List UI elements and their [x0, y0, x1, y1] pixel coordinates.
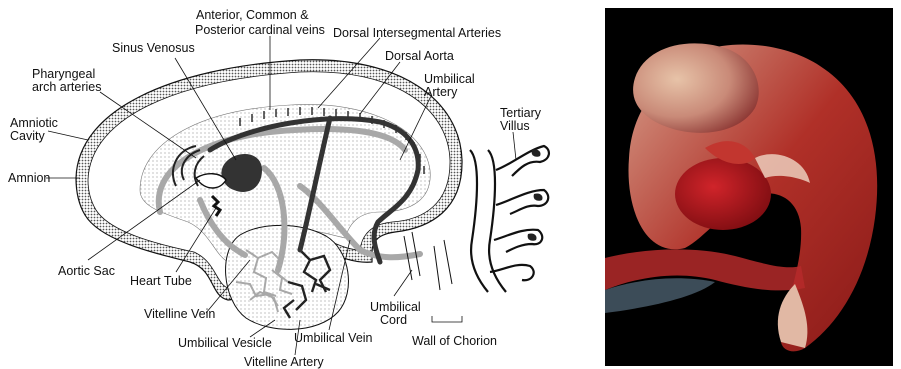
label-dorsal-aorta: Dorsal Aorta	[385, 49, 454, 63]
embryo-photo-heart	[675, 158, 771, 230]
label-umbilical-artery-2: Artery	[424, 85, 458, 99]
label-tertiary-1: Tertiary	[500, 106, 542, 120]
label-umbilical-vesicle: Umbilical Vesicle	[178, 336, 272, 350]
chorionic-villi	[470, 146, 549, 292]
label-wall-of-chorion: Wall of Chorion	[412, 334, 497, 348]
label-amniotic-1: Amniotic	[10, 116, 58, 130]
umbilical-cord	[404, 232, 452, 290]
label-sinus-venosus: Sinus Venosus	[112, 41, 195, 55]
label-aortic-sac: Aortic Sac	[58, 264, 115, 278]
label-anterior-veins-2: Posterior cardinal veins	[195, 23, 325, 37]
label-vitelline-vein: Vitelline Vein	[144, 307, 215, 321]
label-pharyngeal-2: arch arteries	[32, 80, 101, 94]
label-umbilical-cord-1: Umbilical	[370, 300, 421, 314]
label-amnion: Amnion	[8, 171, 50, 185]
label-amniotic-2: Cavity	[10, 129, 45, 143]
label-umbilical-cord-2: Cord	[380, 313, 407, 327]
embryo-circulation-diagram: Anterior, Common & Posterior cardinal ve…	[0, 0, 600, 369]
label-umbilical-artery-1: Umbilical	[424, 72, 475, 86]
label-tertiary-2: Villus	[500, 119, 530, 133]
label-pharyngeal-1: Pharyngeal	[32, 67, 95, 81]
embryo-photo	[605, 8, 893, 366]
label-dorsal-intersegmental: Dorsal Intersegmental Arteries	[333, 26, 501, 40]
label-heart-tube: Heart Tube	[130, 274, 192, 288]
label-anterior-veins-1: Anterior, Common &	[196, 8, 309, 22]
label-vitelline-artery: Vitelline Artery	[244, 355, 324, 369]
embryo-photo-head	[633, 43, 759, 132]
label-umbilical-vein: Umbilical Vein	[294, 331, 373, 345]
